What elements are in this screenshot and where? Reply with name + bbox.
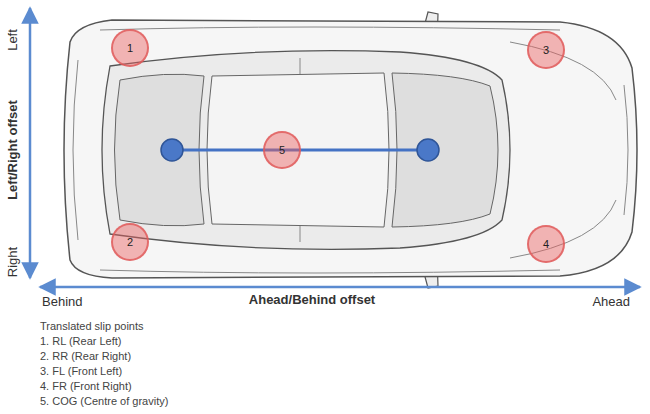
- slip-point-circle: 3: [527, 31, 565, 69]
- axle-dot: [161, 139, 183, 161]
- door-line: [300, 58, 301, 74]
- slip-point-circle: 5: [263, 131, 301, 169]
- cabin-outline: [102, 51, 510, 250]
- legend-item: 2. RR (Rear Right): [40, 350, 131, 363]
- offset-arrow: [40, 286, 640, 289]
- callout-number: 1: [127, 43, 133, 54]
- slip-point-circle: 4: [527, 225, 565, 263]
- axis-label: Behind: [42, 295, 82, 310]
- offset-arrow: [29, 8, 32, 278]
- axle-dot: [417, 139, 439, 161]
- callout-number: 4: [543, 239, 549, 250]
- callout-number: 3: [543, 45, 549, 56]
- car-body: [64, 20, 637, 278]
- legend-item: 1. RL (Rear Left): [40, 335, 122, 348]
- axis-title: Left/Right offset: [6, 100, 21, 200]
- axis-label: Ahead: [592, 295, 630, 310]
- bumper-line: [624, 85, 628, 215]
- door-line: [300, 226, 301, 242]
- axis-title: Ahead/Behind offset: [249, 293, 375, 308]
- trunk-line: [73, 60, 78, 240]
- callout-number: 5: [279, 145, 285, 156]
- axis-label: Right: [6, 247, 21, 277]
- slip-point-circle: 2: [111, 223, 149, 261]
- axis-label: Left: [6, 29, 21, 51]
- body-line: [100, 27, 560, 30]
- callout-number: 2: [127, 237, 133, 248]
- legend-title: Translated slip points: [40, 320, 144, 333]
- legend-item: 3. FL (Front Left): [40, 365, 122, 378]
- slip-point-circle: 1: [111, 29, 149, 67]
- legend-item: 4. FR (Front Right): [40, 380, 132, 393]
- legend-item: 5. COG (Centre of gravity): [40, 395, 168, 408]
- body-line: [100, 270, 560, 273]
